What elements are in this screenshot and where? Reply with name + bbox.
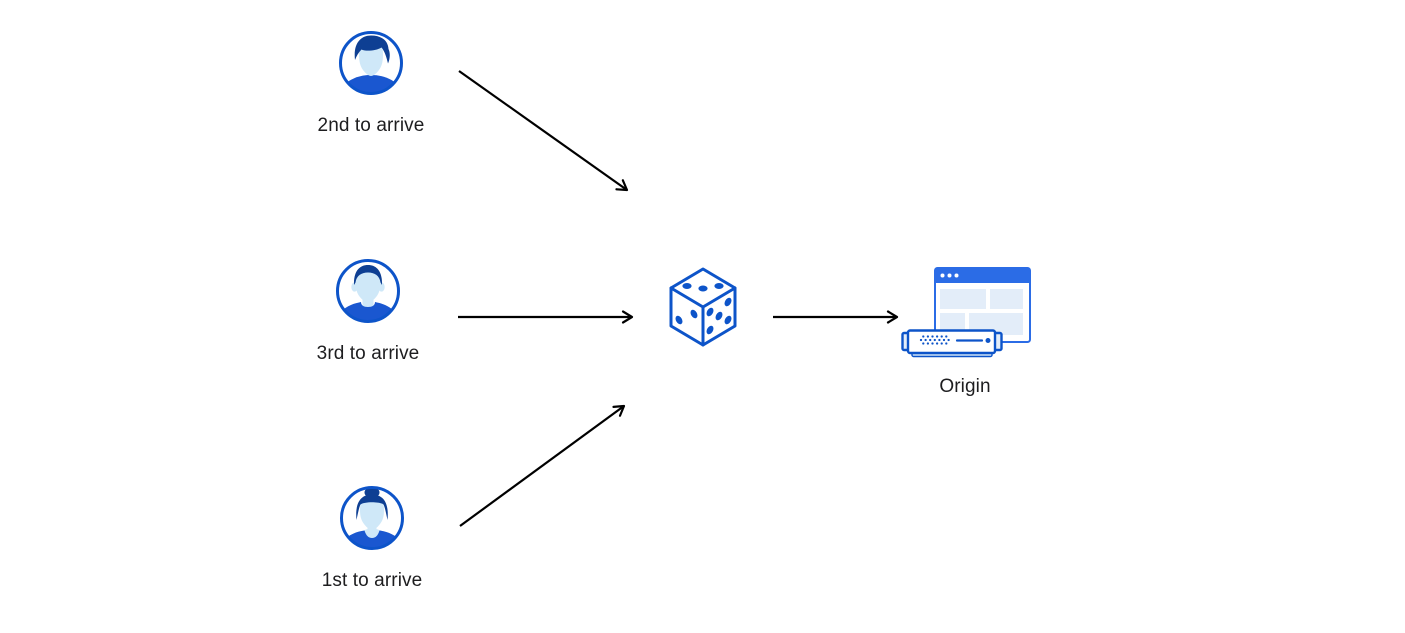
server-icon <box>901 329 1003 358</box>
node-origin: Origin <box>890 265 1040 398</box>
node-user-1st: 1st to arrive <box>302 485 442 592</box>
node-user-2nd: 2nd to arrive <box>301 30 441 137</box>
node-user-3rd: 3rd to arrive <box>298 258 438 365</box>
user-avatar-male-swept-hair-icon <box>339 31 403 95</box>
dice-icon <box>669 267 737 347</box>
arrow-user-1st-to-dice <box>459 404 626 527</box>
node-label-user-1st: 1st to arrive <box>321 570 423 591</box>
origin-server-browser-icon <box>901 267 1031 358</box>
node-label-origin: Origin <box>939 376 991 397</box>
node-label-user-3rd: 3rd to arrive <box>316 343 420 364</box>
user-avatar-male-short-hair-icon <box>336 259 400 323</box>
user-avatar-female-bun-icon <box>340 486 404 550</box>
arrow-user-2nd-to-dice <box>458 70 629 192</box>
node-random-selector <box>667 266 739 348</box>
node-label-user-2nd: 2nd to arrive <box>317 115 425 136</box>
